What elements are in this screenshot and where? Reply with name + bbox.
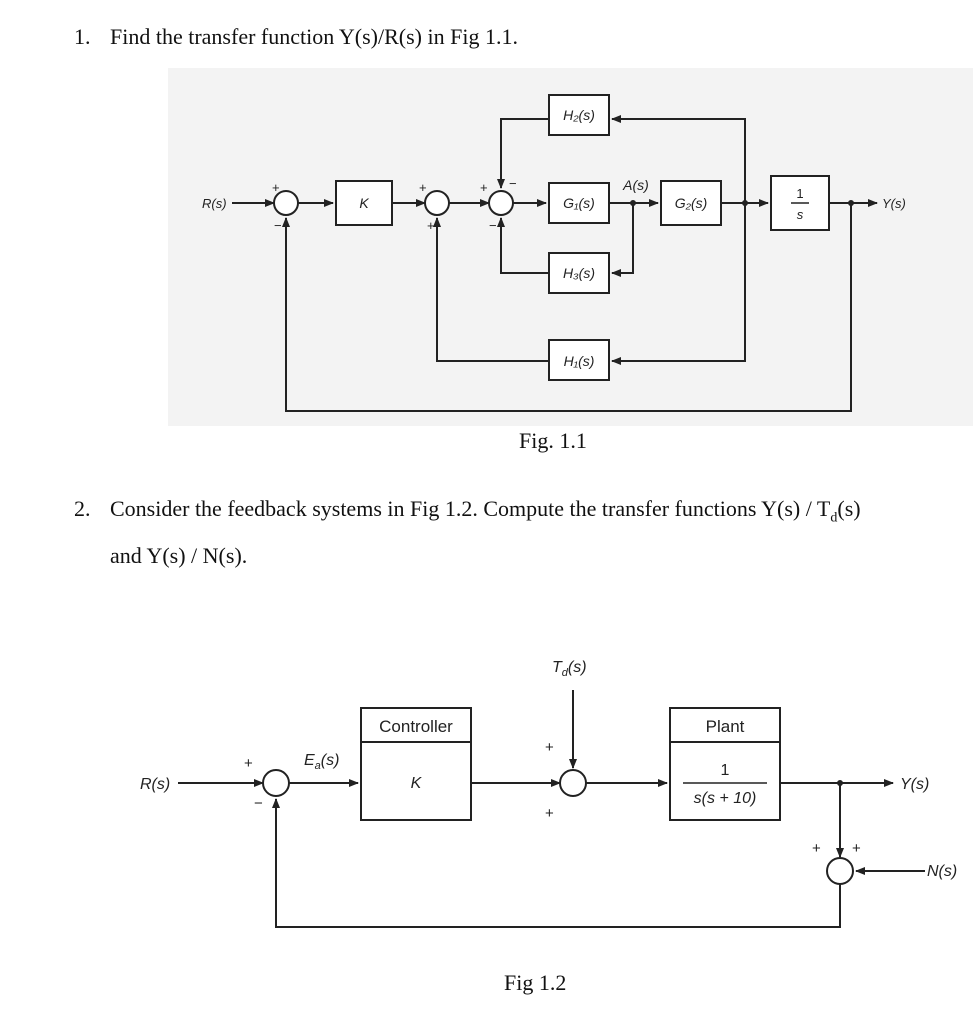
fig2-summing-junction-2 bbox=[559, 769, 587, 797]
svg-text:+: + bbox=[480, 180, 488, 195]
wire-h2-output bbox=[497, 118, 549, 189]
svg-text:+: + bbox=[545, 805, 554, 822]
wire-fig2-feedback bbox=[272, 798, 841, 928]
figure-1-2-caption: Fig 1.2 bbox=[504, 970, 567, 995]
fig2-output-label: Y(s) bbox=[900, 776, 929, 793]
wire-h1-output bbox=[433, 217, 549, 362]
svg-text:+: + bbox=[545, 739, 554, 756]
fig1-a-label: A(s) bbox=[622, 177, 649, 193]
block-k bbox=[335, 180, 393, 226]
fig2-input-label: R(s) bbox=[140, 776, 170, 793]
plant-denominator: s(s + 10) bbox=[694, 790, 757, 807]
svg-text:−: − bbox=[254, 795, 263, 812]
fig1-input-label: R(s) bbox=[202, 196, 227, 211]
fig2-summing-junction-3 bbox=[826, 857, 854, 885]
wire-unity-feedback bbox=[282, 203, 852, 412]
block-h2 bbox=[548, 94, 610, 136]
question-2-line1-end: (s) bbox=[837, 496, 861, 521]
fig2-error-label: Ea(s) bbox=[304, 752, 339, 772]
question-2-line2: and Y(s) / N(s). bbox=[110, 543, 248, 569]
question-1-text: Find the transfer function Y(s)/R(s) in … bbox=[110, 24, 518, 49]
svg-text:+: + bbox=[812, 840, 821, 857]
fig1-g1-label: G₁(s) bbox=[563, 195, 595, 211]
question-2-number: 2. bbox=[74, 496, 91, 521]
controller-gain: K bbox=[411, 775, 423, 792]
wire-h2-input bbox=[611, 115, 746, 203]
figure-1-1-caption: Fig. 1.1 bbox=[519, 428, 587, 453]
svg-text:−: − bbox=[489, 218, 497, 233]
svg-text:+: + bbox=[427, 218, 435, 233]
block-controller bbox=[360, 707, 472, 821]
fig1-h3-label: H₃(s) bbox=[563, 265, 595, 281]
svg-text:−: − bbox=[274, 218, 282, 233]
controller-title: Controller bbox=[379, 717, 453, 736]
question-1-number: 1. bbox=[74, 24, 91, 49]
svg-text:+: + bbox=[419, 180, 427, 195]
question-2-line1: Consider the feedback systems in Fig 1.2… bbox=[110, 496, 831, 521]
question-2: 2. Consider the feedback systems in Fig 1… bbox=[74, 490, 974, 575]
block-h1 bbox=[548, 339, 610, 381]
fig1-h1-label: H₁(s) bbox=[564, 353, 595, 369]
block-h3 bbox=[548, 252, 610, 294]
fig1-integrator-den: s bbox=[797, 207, 804, 222]
fig1-h2-label: H₂(s) bbox=[563, 107, 595, 123]
plant-title: Plant bbox=[706, 717, 745, 736]
svg-text:−: − bbox=[509, 176, 517, 191]
question-1: 1. Find the transfer function Y(s)/R(s) i… bbox=[74, 18, 518, 56]
fig2-summing-junction-1 bbox=[262, 769, 290, 797]
plant-numerator: 1 bbox=[721, 762, 730, 779]
svg-text:+: + bbox=[244, 755, 253, 772]
wire-h3-output bbox=[497, 217, 549, 274]
fig1-k-label: K bbox=[359, 195, 369, 211]
fig2-disturbance-label: Td(s) bbox=[552, 659, 587, 679]
summing-junction-3 bbox=[488, 190, 514, 216]
summing-junction-2 bbox=[424, 190, 450, 216]
question-2-subscript: d bbox=[830, 510, 838, 526]
wire-h3-input bbox=[611, 203, 634, 277]
svg-text:+: + bbox=[272, 180, 280, 195]
block-plant bbox=[669, 707, 781, 821]
fig1-g2-label: G₂(s) bbox=[675, 195, 708, 211]
wire-h1-input bbox=[611, 203, 746, 365]
block-g1 bbox=[548, 182, 610, 224]
fig2-noise-label: N(s) bbox=[927, 863, 957, 880]
svg-text:+: + bbox=[852, 840, 861, 857]
fig1-output-label: Y(s) bbox=[882, 196, 906, 211]
fig1-integrator-num: 1 bbox=[796, 186, 803, 201]
